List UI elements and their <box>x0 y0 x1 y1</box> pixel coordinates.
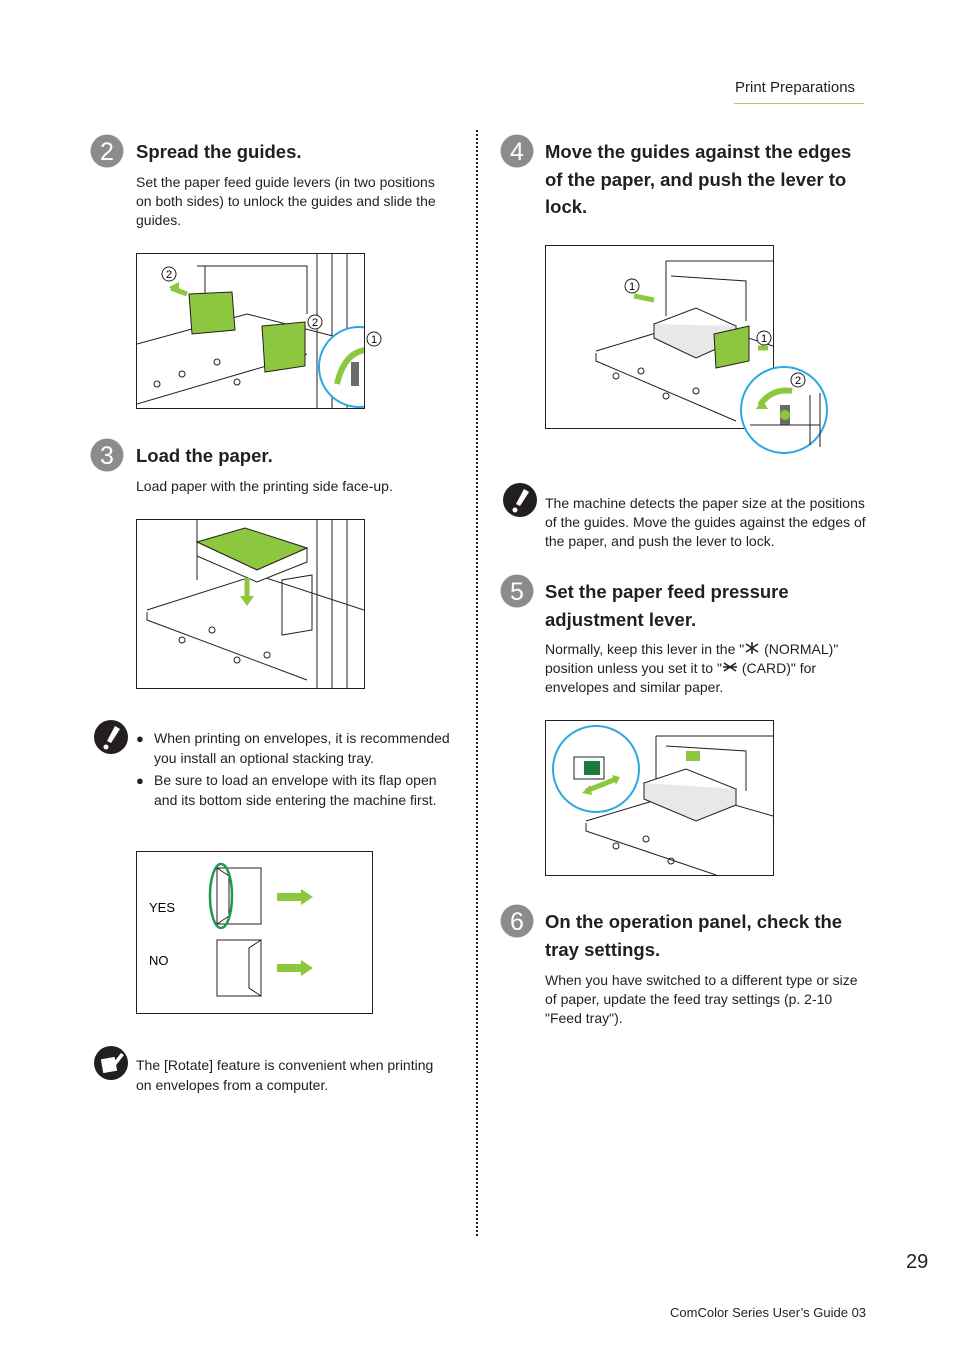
figure-pressure-lever <box>545 720 774 876</box>
step-number-badge: 5 <box>500 574 534 608</box>
envelope-note-1: When printing on envelopes, it is recomm… <box>154 730 450 766</box>
callout-1c: 1 <box>761 333 767 345</box>
callout-1b: 1 <box>629 281 635 293</box>
step-5-digit: 5 <box>510 578 524 606</box>
step-2-number: 2 <box>90 134 124 173</box>
step-4-title: Move the guides against the edges of the… <box>545 141 852 217</box>
section-title: Print Preparations <box>735 79 856 96</box>
step-number-badge: 2 <box>90 134 124 168</box>
step-5-text-b: position unless you set it to " <box>545 660 722 676</box>
yes-label: YES <box>149 900 175 915</box>
step-number-badge: 4 <box>500 134 534 168</box>
figure-load-paper <box>136 519 365 689</box>
callout-2a: 2 <box>166 269 172 281</box>
step-3-number: 3 <box>90 438 124 477</box>
callout-1a: 1 <box>371 334 377 346</box>
callout-2b: 2 <box>312 317 318 329</box>
step-2-text: Set the paper feed guide levers (in two … <box>136 174 436 228</box>
normal-position-icon <box>745 642 759 654</box>
step-number-badge: 3 <box>90 438 124 472</box>
step-5-text-a: Normally, keep this lever in the " <box>545 641 745 657</box>
page-number: 29 <box>906 1251 929 1273</box>
figure-push-guides: 1 1 <box>545 245 774 429</box>
caution-icon-2 <box>502 482 538 523</box>
figure-lock-lever-detail: 2 <box>740 365 832 460</box>
step-6-text: When you have switched to a different ty… <box>545 972 858 1026</box>
step-4-digit: 4 <box>510 138 524 166</box>
card-label: (CARD)" for envelopes and similar paper. <box>545 660 817 695</box>
step-number-badge: 6 <box>500 904 534 938</box>
guide-title: ComColor Series User’s Guide 03 <box>670 1305 867 1320</box>
card-position-icon <box>722 662 737 672</box>
step-5-title: Set the paper feed pressure adjustment l… <box>545 581 789 630</box>
rotate-memo: The [Rotate] feature is convenient when … <box>136 1057 434 1093</box>
step-4-number: 4 <box>500 134 534 173</box>
step-3-title: Load the paper. <box>136 445 273 466</box>
header-rule <box>734 103 864 104</box>
step-5-number: 5 <box>500 574 534 613</box>
step-5-text: Normally, keep this lever in the " (NORM… <box>545 640 867 697</box>
step-2-title: Spread the guides. <box>136 141 302 162</box>
callout-1-step2: 1 <box>365 330 383 353</box>
step-3-text: Load paper with the printing side face-u… <box>136 478 393 494</box>
caution-icon <box>93 719 129 760</box>
list-item: ● When printing on envelopes, it is reco… <box>136 729 450 768</box>
figure-spread-guides: 2 2 <box>136 253 365 409</box>
envelope-note-2: Be sure to load an envelope with its fla… <box>154 772 437 808</box>
memo-icon <box>93 1045 129 1086</box>
step-6-number: 6 <box>500 904 534 943</box>
column-divider <box>476 130 478 1236</box>
guide-note: The machine detects the paper size at th… <box>545 495 866 549</box>
step-3-digit: 3 <box>100 442 114 470</box>
bullet-glyph: ● <box>136 773 144 788</box>
step-6-title: On the operation panel, check the tray s… <box>545 911 843 960</box>
step-2-digit: 2 <box>100 138 114 166</box>
envelope-notes: ● When printing on envelopes, it is reco… <box>136 729 450 810</box>
bullet-glyph: ● <box>136 731 144 746</box>
callout-2c: 2 <box>795 375 801 387</box>
no-label: NO <box>149 953 169 968</box>
step-6-digit: 6 <box>510 908 524 936</box>
figure-envelope-orientation: YES NO <box>136 851 373 1014</box>
list-item: ● Be sure to load an envelope with its f… <box>136 771 450 810</box>
normal-label: (NORMAL)" <box>764 641 839 657</box>
